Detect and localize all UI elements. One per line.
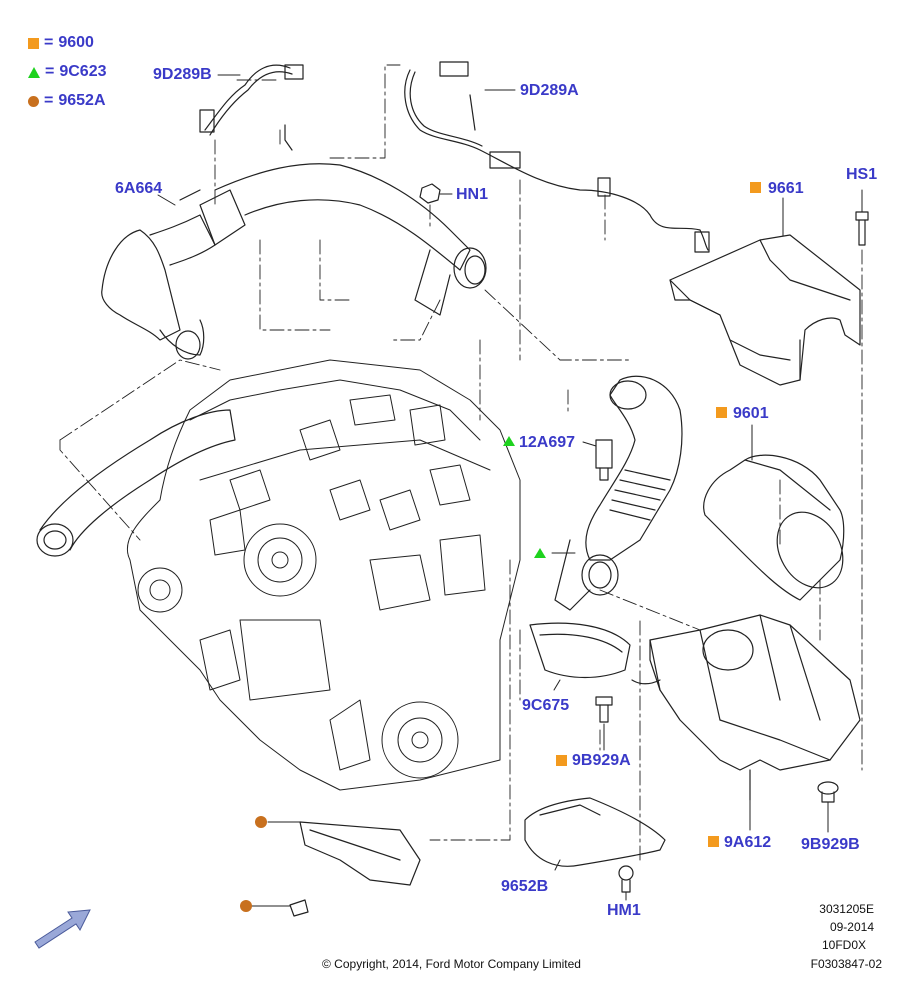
label-9B929B[interactable]: 9B929B [801,836,860,853]
label-9601[interactable]: 9601 [733,405,769,422]
label-9D289A[interactable]: 9D289A [520,82,579,99]
engine-block [126,359,521,791]
square-marker-9661 [750,182,761,193]
copyright-text: © Copyright, 2014, Ford Motor Company Li… [322,957,581,971]
deflector-9C675 [529,622,631,679]
leader-lines [59,64,863,861]
ref-date: 09-2014 [829,920,874,934]
label-HS1[interactable]: HS1 [846,166,878,183]
green-triangle-icon [28,66,40,78]
left-intake-tube [36,409,236,557]
legend-row-9652A: = 9652A [28,92,106,110]
airbox-9A612 [631,614,861,801]
triangle-marker-duct [534,548,546,558]
markers [240,182,761,912]
label-12A697[interactable]: 12A697 [519,434,576,451]
square-marker-9B929A [556,755,567,766]
orange-square-icon [28,37,39,49]
duct-9652B [524,797,666,867]
duct-9C623 [554,375,683,611]
grommet-9B929A [595,696,613,723]
sensor-12A697 [595,439,613,481]
legend-eq: = [45,63,55,80]
label-9A612[interactable]: 9A612 [724,834,772,851]
pointer-lines [157,74,863,907]
harness-9D289B [199,64,304,151]
legend-row-9600: = 9600 [28,34,94,52]
label-9B929A[interactable]: 9B929A [572,752,631,769]
ref-code-3: F0303847-02 [810,957,882,971]
circle-marker-9652A-1 [255,816,267,828]
legend-eq: = [44,34,54,51]
resonator-9652A [289,821,421,917]
label-6A664[interactable]: 6A664 [115,180,163,197]
filter-9601 [703,454,845,601]
triangle-marker-12A697 [503,436,515,446]
label-HN1[interactable]: HN1 [456,186,489,203]
bolt-HM1 [618,865,634,893]
label-HM1[interactable]: HM1 [607,902,641,919]
label-9D289B[interactable]: 9D289B [153,66,212,83]
cover-9661 [669,234,861,386]
legend-row-9C623: = 9C623 [28,63,107,81]
nut-HN1 [419,183,441,204]
label-9652B[interactable]: 9652B [501,878,549,895]
grommet-9B929B [817,781,839,803]
legend-code-9C623: 9C623 [59,63,107,80]
legend-eq: = [44,92,54,109]
hose-6A664 [101,163,487,360]
square-marker-9A612 [708,836,719,847]
label-9661[interactable]: 9661 [768,180,804,197]
legend-code-9600: 9600 [58,34,94,51]
circle-marker-9652A-2 [240,900,252,912]
brown-circle-icon [28,95,39,107]
front-direction-arrow-icon [34,909,91,949]
ref-code-1: 3031205E [819,902,874,916]
legend-code-9652A: 9652A [58,92,106,109]
harness-9D289A [404,61,710,253]
screw-HS1 [855,211,869,246]
ref-code-2: 10FD0X [821,938,866,952]
label-9C675[interactable]: 9C675 [522,697,570,714]
square-marker-9601 [716,407,727,418]
